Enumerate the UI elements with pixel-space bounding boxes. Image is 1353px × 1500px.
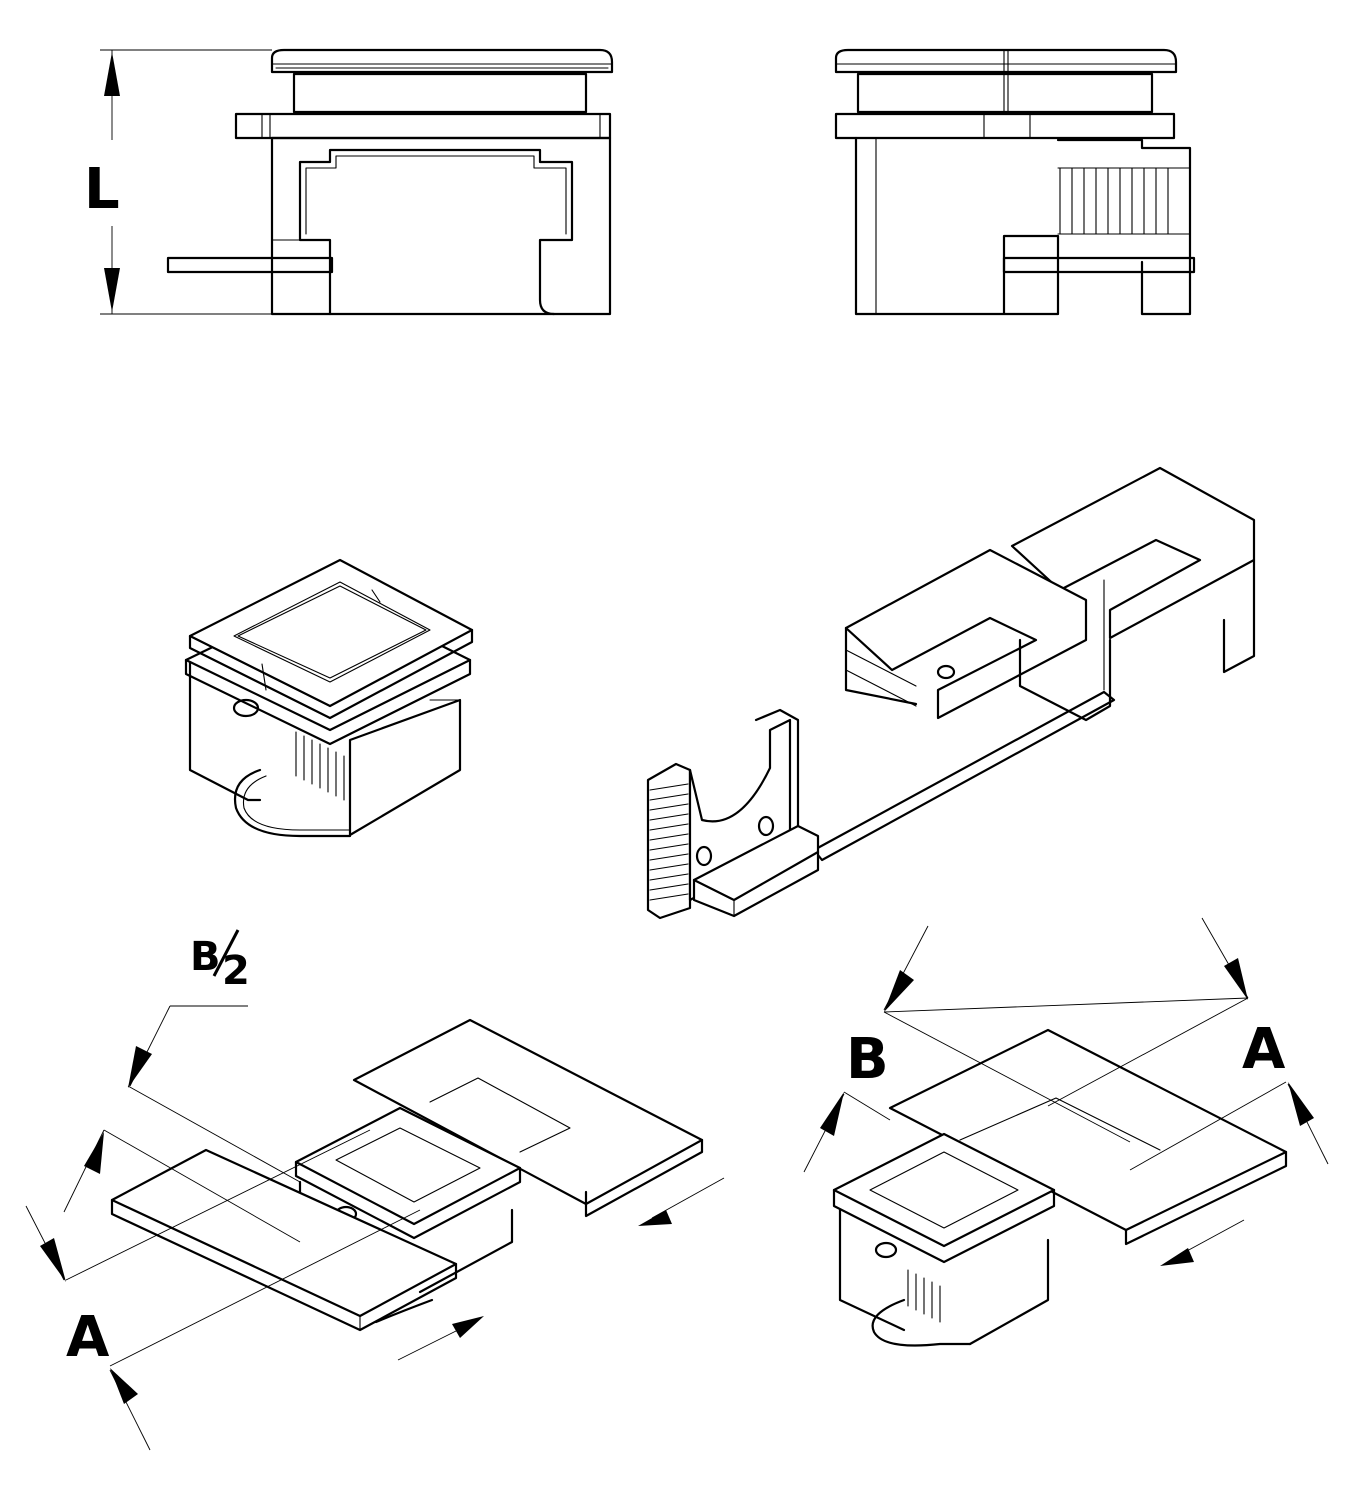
installation-view-full-width [803,917,1329,1347]
fraction-slash [212,929,240,977]
front-elevation-view [100,48,614,316]
installation-view-half-width [25,1005,725,1451]
side-elevation-view [834,48,1196,316]
dimension-label-l: L [84,157,120,222]
dimension-label-a-right: A [1242,1017,1286,1082]
isometric-exploded-view [646,466,1256,920]
isometric-assembled-view [184,558,474,838]
dimension-label-b: B [846,1027,889,1092]
dimension-label-a-left: A [66,1305,110,1370]
dimension-label-b-half-denominator: 2 [222,948,250,994]
